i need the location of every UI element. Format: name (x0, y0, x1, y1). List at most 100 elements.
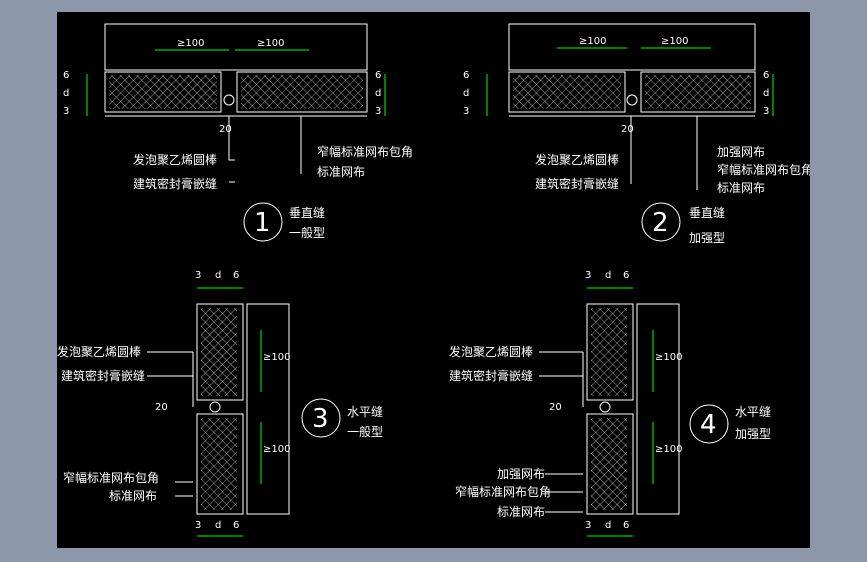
label-std-mesh: 标准网布 (497, 505, 545, 519)
dim-6: 6 (463, 70, 469, 81)
label-reinforced-mesh: 加强网布 (497, 467, 545, 481)
dim-ge100-upper: ≥100 (655, 352, 682, 363)
insulation-fill-right (645, 75, 751, 109)
detail-number: 1 (254, 208, 271, 238)
wall-hatch (508, 23, 756, 71)
label-std-mesh: 标准网布 (717, 181, 765, 195)
dim-6-right: 6 (763, 70, 769, 81)
label-std-mesh: 标准网布 (317, 165, 365, 179)
dim-ge100-lower: ≥100 (655, 444, 682, 455)
dim-ge100-left: ≥100 (177, 38, 204, 49)
dim-6-bottom: 6 (233, 520, 239, 531)
foam-rod-icon (209, 401, 221, 413)
dim-d-top: d (215, 270, 221, 281)
dim-6-right: 6 (375, 70, 381, 81)
insulation-fill-lower (591, 418, 627, 510)
label-sealant: 建筑密封膏嵌缝 (61, 368, 145, 383)
detail-1: ≥100 ≥100 6 d 3 6 d 3 20 发泡聚乙烯圆棒 建筑密封膏嵌缝… (63, 23, 413, 242)
dim-d: d (63, 88, 69, 99)
detail-number: 2 (652, 208, 669, 238)
label-reinforced-mesh: 加强网布 (717, 145, 765, 159)
detail-subtitle: 一般型 (347, 424, 383, 439)
insulation-board-left (104, 71, 222, 113)
dim-3-bottom: 3 (195, 520, 201, 531)
dim-20: 20 (155, 402, 168, 413)
detail-title: 垂直缝 (289, 205, 325, 220)
label-sealant: 建筑密封膏嵌缝 (449, 368, 533, 383)
insulation-board-right (236, 71, 368, 113)
dim-3-bottom: 3 (585, 520, 591, 531)
wall-hatch (636, 303, 680, 515)
detail-number-circle (689, 404, 729, 444)
dim-20: 20 (219, 124, 232, 135)
dim-3-right: 3 (763, 106, 769, 117)
insulation-fill-left (513, 75, 621, 109)
detail-number-circle (243, 202, 283, 242)
dim-ge100-lower: ≥100 (263, 444, 290, 455)
dim-d-top: d (605, 270, 611, 281)
insulation-fill-lower (201, 418, 237, 510)
dim-3-right: 3 (375, 106, 381, 117)
insulation-board-lower (196, 413, 244, 515)
detail-4: 3 d 6 ≥100 ≥100 20 发泡聚乙烯圆棒 建筑密封膏嵌缝 加强网布 … (449, 270, 771, 537)
dim-3-top: 3 (195, 270, 201, 281)
detail-number: 4 (700, 410, 717, 440)
insulation-board-upper (196, 303, 244, 401)
detail-number-circle (641, 202, 681, 242)
label-sealant: 建筑密封膏嵌缝 (133, 176, 217, 191)
dim-d-right: d (375, 88, 381, 99)
wall-hatch (246, 303, 290, 515)
dim-d-right: d (763, 88, 769, 99)
dim-6-bottom: 6 (623, 520, 629, 531)
detail-3: 3 d 6 ≥100 ≥100 20 发泡聚乙烯圆棒 建筑密封膏嵌缝 窄幅标准网… (57, 270, 383, 537)
detail-2: ≥100 ≥100 6 d 3 6 d 3 20 发泡聚乙烯圆棒 建筑密封膏嵌缝… (463, 23, 810, 245)
insulation-board-lower (586, 413, 634, 515)
dim-3-top: 3 (585, 270, 591, 281)
dim-d: d (463, 88, 469, 99)
foam-rod-icon (599, 401, 611, 413)
dim-3: 3 (463, 106, 469, 117)
label-narrow-mesh-wrap: 窄幅标准网布包角 (455, 484, 551, 499)
label-sealant: 建筑密封膏嵌缝 (535, 176, 619, 191)
dim-20: 20 (549, 402, 562, 413)
detail-title: 垂直缝 (689, 205, 725, 220)
label-foam-rod: 发泡聚乙烯圆棒 (133, 152, 217, 167)
insulation-board-right (640, 71, 756, 113)
dim-20: 20 (621, 124, 634, 135)
insulation-board-left (508, 71, 626, 113)
detail-number: 3 (312, 404, 329, 434)
insulation-board-upper (586, 303, 634, 401)
dim-6-top: 6 (623, 270, 629, 281)
foam-rod-icon (223, 94, 235, 106)
dim-ge100-right: ≥100 (661, 36, 688, 47)
detail-title: 水平缝 (347, 404, 383, 419)
detail-subtitle: 加强型 (689, 231, 725, 245)
label-foam-rod: 发泡聚乙烯圆棒 (449, 344, 533, 359)
insulation-fill-upper (591, 308, 627, 396)
detail-number-circle (301, 398, 341, 438)
dim-ge100-upper: ≥100 (263, 352, 290, 363)
dim-ge100-right: ≥100 (257, 38, 284, 49)
foam-rod-icon (626, 94, 638, 106)
insulation-fill-upper (201, 308, 237, 396)
detail-drawing: ≥100 ≥100 6 d 3 6 d 3 20 发泡聚乙烯圆棒 建筑密封膏嵌缝… (57, 23, 810, 537)
wall-hatch (104, 23, 368, 71)
label-foam-rod: 发泡聚乙烯圆棒 (535, 152, 619, 167)
label-narrow-mesh-wrap: 窄幅标准网布包角 (717, 162, 810, 177)
insulation-fill-right (241, 75, 363, 109)
dim-d-bottom: d (605, 520, 611, 531)
label-narrow-mesh-wrap: 窄幅标准网布包角 (317, 144, 413, 159)
dim-d-bottom: d (215, 520, 221, 531)
label-foam-rod: 发泡聚乙烯圆棒 (57, 344, 141, 359)
dim-6: 6 (63, 70, 69, 81)
detail-title: 水平缝 (735, 404, 771, 419)
dim-ge100-left: ≥100 (579, 36, 606, 47)
label-std-mesh: 标准网布 (109, 489, 157, 503)
detail-subtitle: 加强型 (735, 427, 771, 441)
dim-6-top: 6 (233, 270, 239, 281)
dim-3: 3 (63, 106, 69, 117)
detail-subtitle: 一般型 (289, 225, 325, 240)
insulation-fill-left (109, 75, 217, 109)
drawing-canvas: ≥100 ≥100 6 d 3 6 d 3 20 发泡聚乙烯圆棒 建筑密封膏嵌缝… (57, 12, 810, 548)
label-narrow-mesh-wrap: 窄幅标准网布包角 (63, 470, 159, 485)
